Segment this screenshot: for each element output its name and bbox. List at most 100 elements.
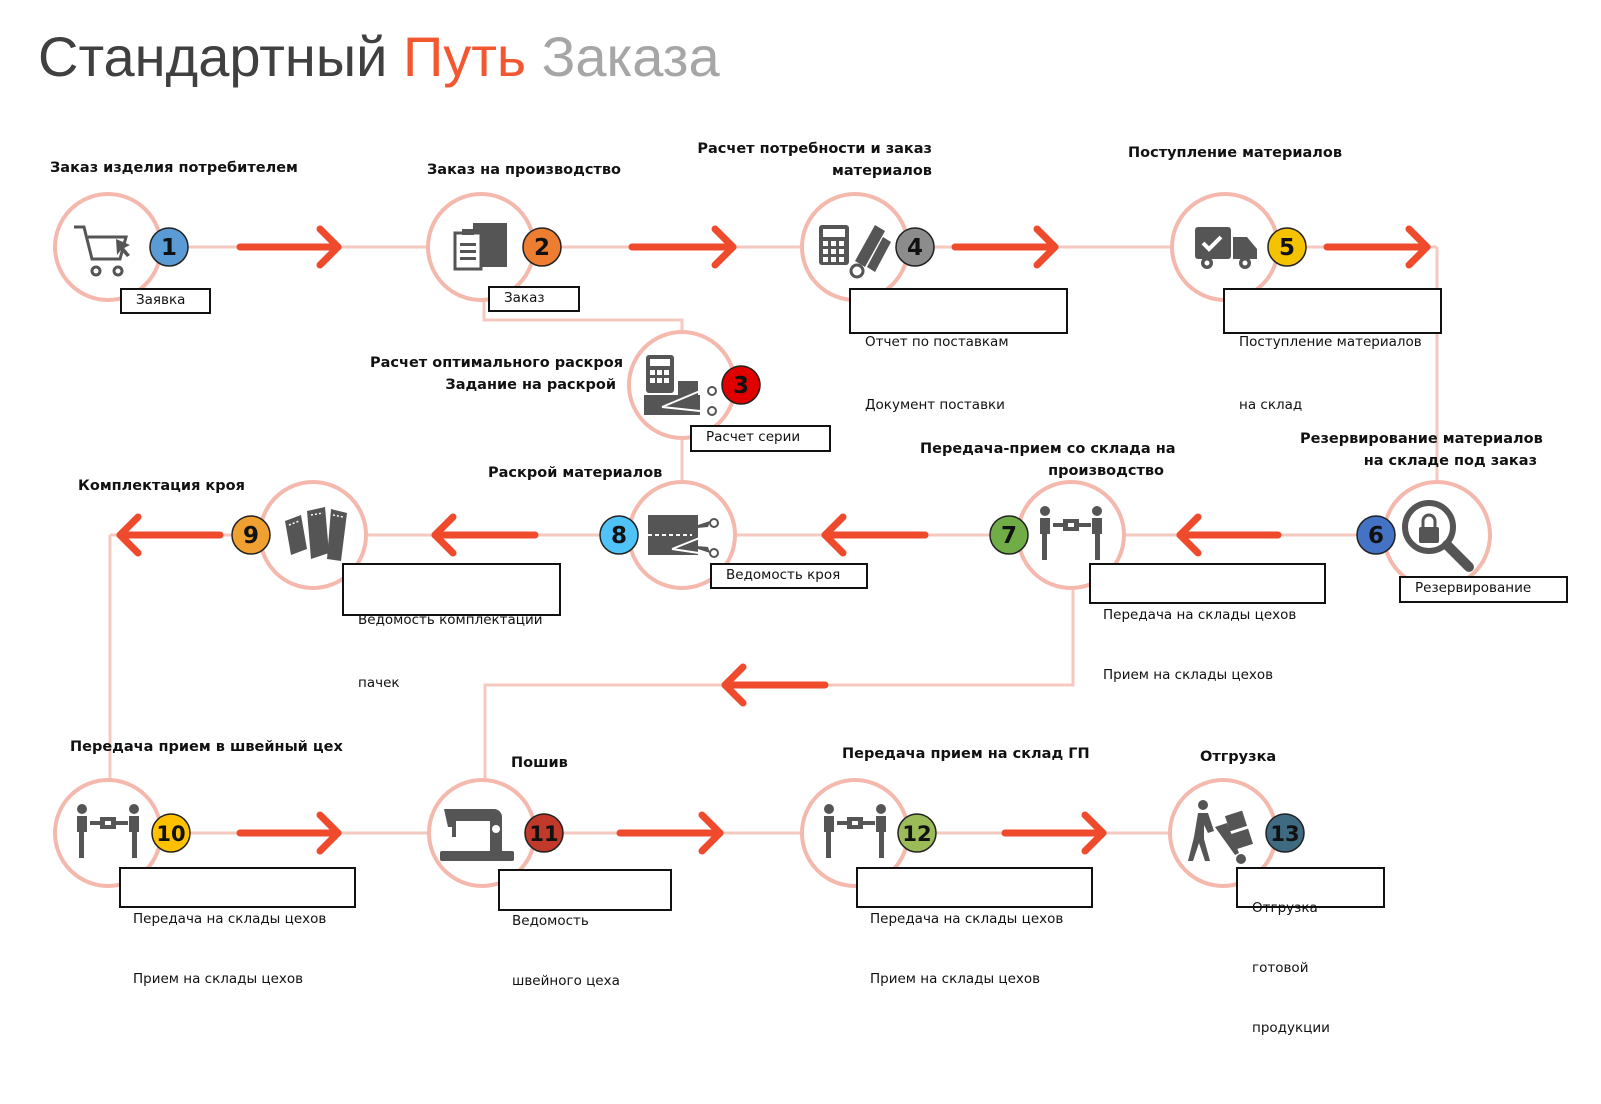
step-circle-1 [53, 192, 163, 302]
step-badge-5: 5 [1267, 227, 1307, 267]
doc-box-5-line1: Поступление материалов [1239, 334, 1422, 350]
title-word-order: Заказа [541, 25, 720, 88]
step-badge-number: 8 [611, 523, 627, 549]
doc-box-8: Ведомость кроя [710, 563, 868, 589]
step-badge-circle [151, 813, 191, 853]
step-badge-number: 13 [1270, 822, 1299, 846]
step-badge-circle [231, 515, 271, 555]
flow-arrow-left [821, 513, 929, 557]
step-label-6-line1: Резервирование материалов [1300, 431, 1543, 447]
step-badge-2: 2 [522, 227, 562, 267]
doc-box-7: Передача на склады цехов Прием на склады… [1089, 563, 1326, 683]
step-label-3: Расчет оптимального раскроя Задание на р… [370, 352, 624, 396]
step-circle-4 [800, 192, 910, 302]
step-badge-6: 6 [1356, 515, 1396, 555]
doc-box-4: Отчет по поставкам Документ поставки [849, 288, 1068, 413]
page-title: Стандартный Путь Заказа [38, 24, 720, 89]
doc-box-9: Ведомость комплектации пачек [342, 563, 561, 691]
flow-arrow-right [1001, 811, 1107, 855]
title-word-standard: Стандартный [38, 25, 388, 88]
step-label-6-line2: на складе под заказ [1363, 453, 1537, 469]
doc-box-10-line2: Прием на склады цехов [133, 971, 304, 987]
doc-box-10-line1: Передача на склады цехов [133, 911, 327, 927]
step-badge-circle [897, 813, 937, 853]
step-badge-11: 11 [524, 813, 564, 853]
step-badge-1: 1 [149, 227, 189, 267]
doc-box-5-line2: на склад [1239, 397, 1303, 413]
flow-arrow-left [1176, 513, 1282, 557]
lock-search-icon [1402, 500, 1474, 572]
doc-box-13: Отгрузка готовой продукции [1236, 867, 1385, 1036]
step-badge-number: 9 [243, 523, 259, 549]
doc-box-4-line2: Документ поставки [865, 397, 1005, 413]
step-badge-number: 11 [529, 822, 558, 846]
step-label-11: Пошив [511, 755, 568, 771]
step-badge-number: 7 [1001, 523, 1017, 549]
step-badge-3: 3 [721, 365, 761, 405]
step-badge-10: 10 [151, 813, 191, 853]
step-badge-circle [721, 365, 761, 405]
doc-box-12-line2: Прием на склады цехов [870, 971, 1041, 987]
step-badge-number: 4 [907, 235, 923, 261]
step-label-1: Заказ изделия потребителем [50, 160, 298, 176]
step-label-5: Поступление материалов [1128, 145, 1343, 161]
calculator-fabric-rolls-icon [819, 225, 891, 279]
step-label-3-line2: Задание на раскрой [445, 377, 616, 393]
calculator-scissors-icon [644, 355, 717, 416]
step-label-2: Заказ на производство [427, 162, 621, 178]
step-badge-circle [1356, 515, 1396, 555]
doc-box-11-line1: Ведомость [512, 913, 589, 929]
step-badge-circle [149, 227, 189, 267]
doc-box-5: Поступление материалов на склад [1223, 288, 1442, 413]
step-label-3-line1: Расчет оптимального раскроя [370, 355, 624, 371]
doc-box-2: Заказ [488, 286, 580, 312]
doc-box-12: Передача на склады цехов Прием на склады… [856, 867, 1093, 987]
flow-arrow-left [116, 513, 224, 557]
doc-box-7-line2: Прием на склады цехов [1103, 667, 1274, 683]
step-badge-number: 1 [161, 235, 177, 261]
step-badge-9: 9 [231, 515, 271, 555]
step-label-4: Расчет потребности и заказ материалов [690, 138, 932, 182]
flow-arrow-right [236, 225, 342, 269]
doc-box-12-line1: Передача на склады цехов [870, 911, 1064, 927]
step-label-7: Передача-прием со склада на производство [920, 438, 1176, 482]
step-badge-circle [989, 515, 1029, 555]
step-label-13: Отгрузка [1200, 749, 1277, 765]
step-badge-8: 8 [599, 515, 639, 555]
flow-arrow-right [1323, 225, 1431, 269]
doc-box-6: Резервирование [1399, 576, 1568, 603]
step-badge-circle [599, 515, 639, 555]
step-badge-4: 4 [895, 227, 935, 267]
doc-box-13-line3: продукции [1252, 1020, 1330, 1036]
step-badge-number: 12 [902, 822, 931, 846]
hand-truck-icon [1188, 800, 1254, 864]
step-badge-number: 2 [534, 235, 550, 261]
step-label-6: Резервирование материалов на складе под … [1300, 428, 1543, 472]
flow-arrows [116, 225, 1431, 855]
step-badge-number: 10 [156, 822, 185, 846]
cut-pieces-icon [285, 507, 347, 561]
step-badge-12: 12 [897, 813, 937, 853]
step-label-7-line2: производство [1048, 463, 1164, 479]
flow-arrow-right [616, 811, 724, 855]
doc-box-13-line1: Отгрузка [1252, 900, 1318, 916]
step-label-9: Комплектация кроя [78, 478, 245, 494]
step-badge-circle [1267, 227, 1307, 267]
step-badge-circle [522, 227, 562, 267]
delivery-truck-icon [1195, 227, 1257, 269]
step-badge-number: 3 [733, 373, 749, 399]
step-label-8: Раскрой материалов [488, 465, 663, 481]
step-badge-number: 6 [1368, 523, 1384, 549]
doc-box-7-line1: Передача на склады цехов [1103, 607, 1297, 623]
step-badge-circle [1265, 813, 1305, 853]
doc-box-13-line2: готовой [1252, 960, 1309, 976]
doc-box-9-line2: пачек [358, 675, 400, 691]
step-badge-circle [524, 813, 564, 853]
step-badge-number: 5 [1279, 235, 1295, 261]
step-label-4-line2: материалов [832, 163, 932, 179]
shopping-cart-icon [74, 225, 130, 277]
doc-box-11-line2: швейного цеха [512, 973, 620, 989]
title-word-path: Путь [402, 25, 527, 88]
